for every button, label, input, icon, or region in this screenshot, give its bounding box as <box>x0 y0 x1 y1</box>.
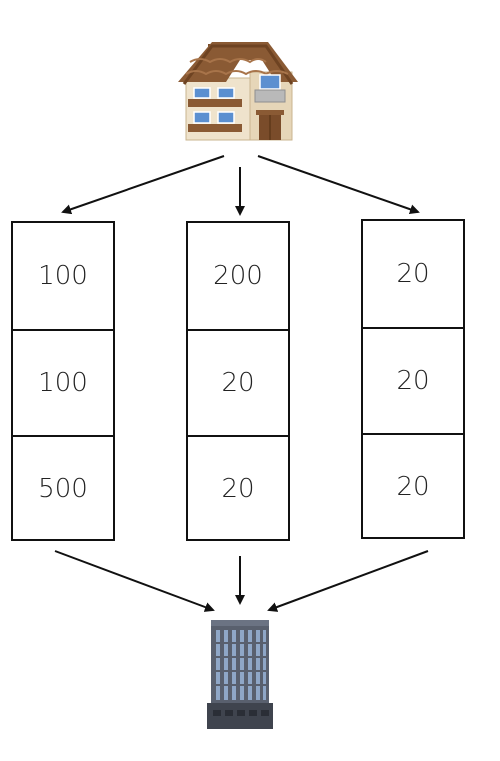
arrow-house-to-column-1 <box>61 155 225 215</box>
house-icon <box>178 42 298 141</box>
column-1-cell-2: 100 <box>13 329 113 435</box>
column-2-cell-1: 200 <box>213 261 263 291</box>
arrow-column-3-to-building <box>267 550 429 612</box>
arrow-column-1-to-building <box>54 550 215 612</box>
column-2-cell-3: 20 <box>188 435 288 541</box>
column-1-cell-1: 100 <box>38 261 88 291</box>
column-2-cell-2: 20 <box>188 329 288 435</box>
arrow-house-to-column-3 <box>257 155 420 215</box>
column-3-cell-2: 20 <box>363 327 463 433</box>
column-3-cell-3: 20 <box>363 433 463 539</box>
office-building-icon <box>207 620 273 729</box>
column-1: 100 100 500 <box>11 221 115 541</box>
column-2: 200 20 20 <box>186 221 290 541</box>
column-1-cell-3: 500 <box>13 435 113 541</box>
column-3-cell-1: 20 <box>396 259 430 289</box>
column-3: 20 20 20 <box>361 219 465 539</box>
